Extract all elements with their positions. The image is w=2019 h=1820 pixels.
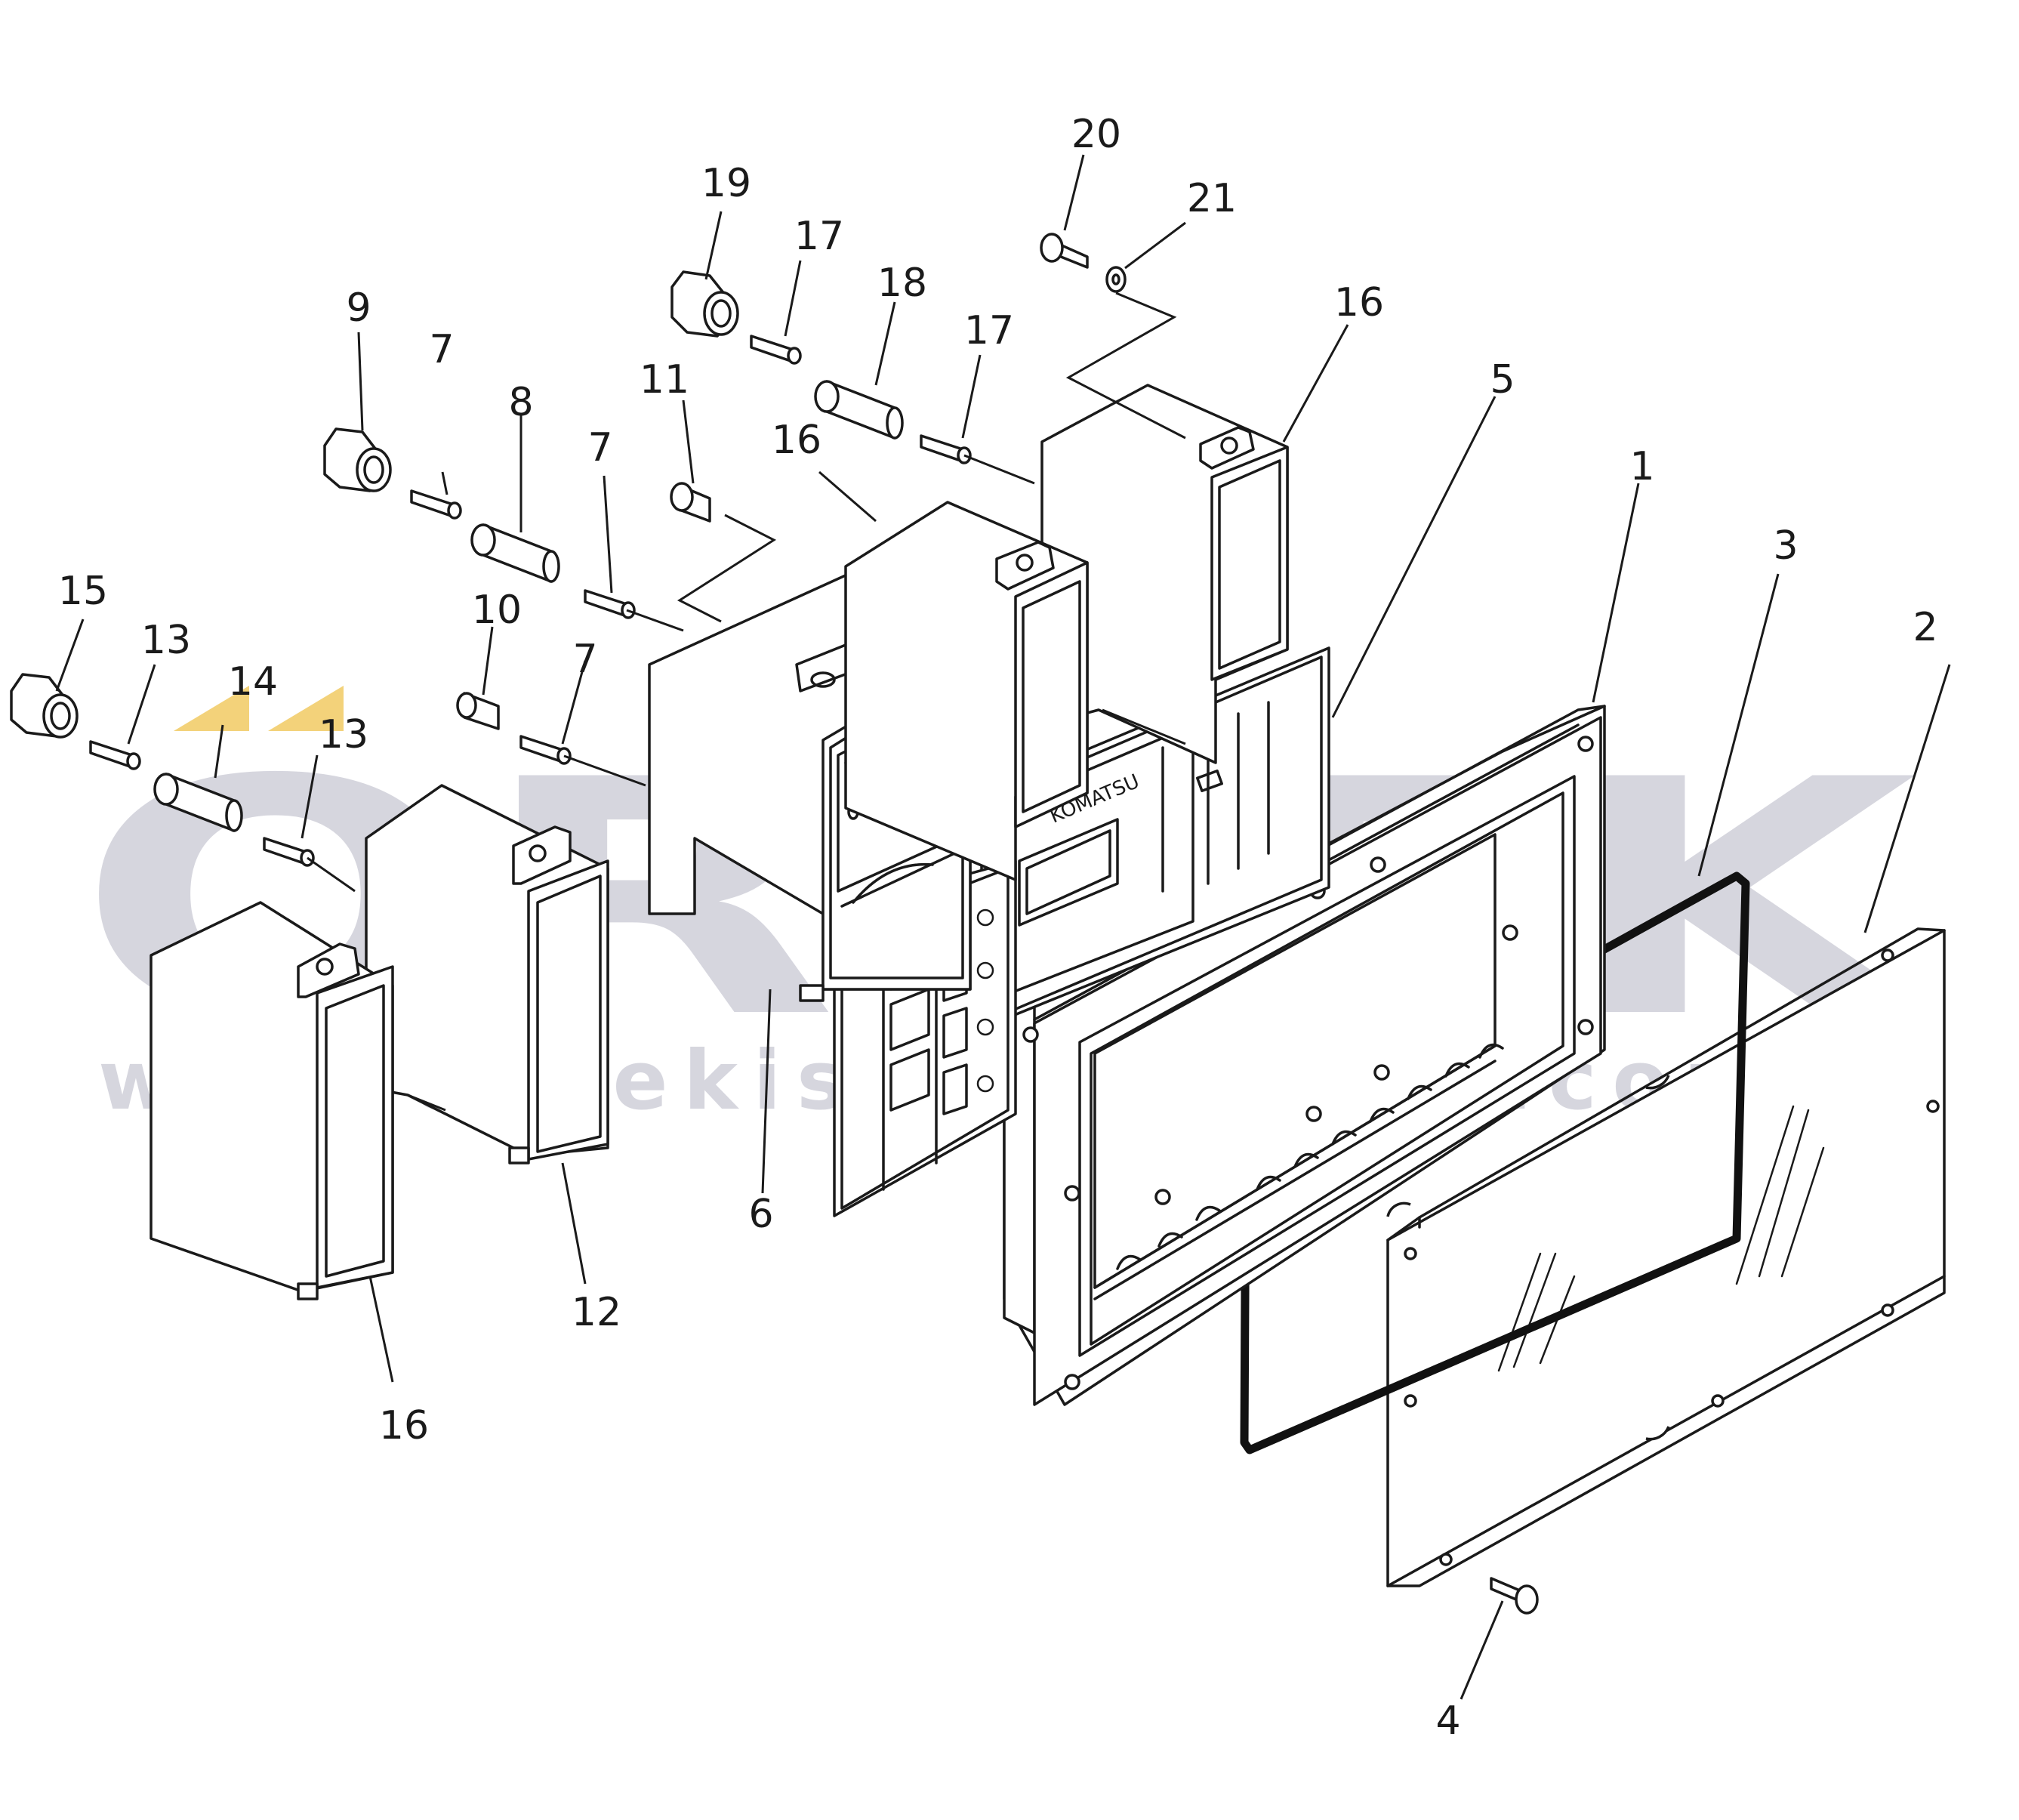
part-1-frame: [1003, 705, 1606, 1406]
callout-2: 2: [1913, 605, 1937, 650]
callout-21: 21: [1187, 176, 1237, 221]
callout-17a: 17: [794, 214, 844, 259]
callout-9: 9: [346, 285, 371, 331]
part-11-plug: [670, 482, 711, 523]
callout-16c: 16: [379, 1403, 429, 1448]
assembly-lines: [307, 292, 1186, 1112]
callout-7b: 7: [587, 425, 612, 470]
callout-16b: 16: [772, 418, 821, 463]
callout-1: 1: [1629, 444, 1654, 489]
part-2-cover-plate: [1386, 927, 1946, 1587]
part-15-bulb-socket: [10, 673, 79, 739]
part-14-cylinder: [153, 773, 243, 832]
callouts: 1 2 3 4 5 6 7 7 7 8 9 10 11 12 13 13 14 …: [58, 112, 1938, 1744]
part-20-screw: [1040, 233, 1089, 269]
watermark-accent-left: [174, 686, 249, 731]
callout-17b: 17: [964, 308, 1014, 353]
callout-7a: 7: [429, 327, 454, 372]
part-16-box-left: [149, 901, 394, 1300]
callout-7c: 7: [572, 637, 597, 682]
part-3-gasket: [1240, 871, 1750, 1454]
part-18-cylinder: [814, 380, 904, 440]
bulbs: [89, 335, 972, 867]
callout-13a: 13: [141, 618, 191, 663]
part-9-bulb-socket: [323, 427, 392, 492]
callout-4: 4: [1435, 1698, 1460, 1744]
part-16-box-middle: [844, 501, 1089, 881]
callout-10: 10: [472, 588, 522, 633]
callout-19: 19: [701, 161, 751, 206]
callout-14: 14: [228, 659, 278, 705]
part-8-cylinder: [470, 523, 560, 583]
callout-3: 3: [1773, 523, 1798, 569]
part-21-washer: [1105, 266, 1127, 293]
part-19-bulb-socket: [670, 270, 739, 338]
callout-20: 20: [1071, 112, 1121, 157]
callout-18: 18: [877, 261, 927, 306]
callout-6: 6: [748, 1192, 773, 1237]
callout-5: 5: [1490, 357, 1515, 403]
part-4-screw: [1490, 1577, 1539, 1615]
part-10-plug: [456, 692, 500, 730]
callout-16a: 16: [1334, 280, 1384, 325]
callout-12: 12: [572, 1290, 621, 1335]
callout-11: 11: [640, 357, 689, 403]
part-16-box-right: [1040, 384, 1289, 764]
callout-13b: 13: [319, 712, 368, 757]
watermark-accent-right: [268, 686, 344, 731]
callout-15: 15: [58, 569, 108, 614]
callout-leaders: [55, 154, 1951, 1700]
callout-8: 8: [508, 380, 533, 425]
